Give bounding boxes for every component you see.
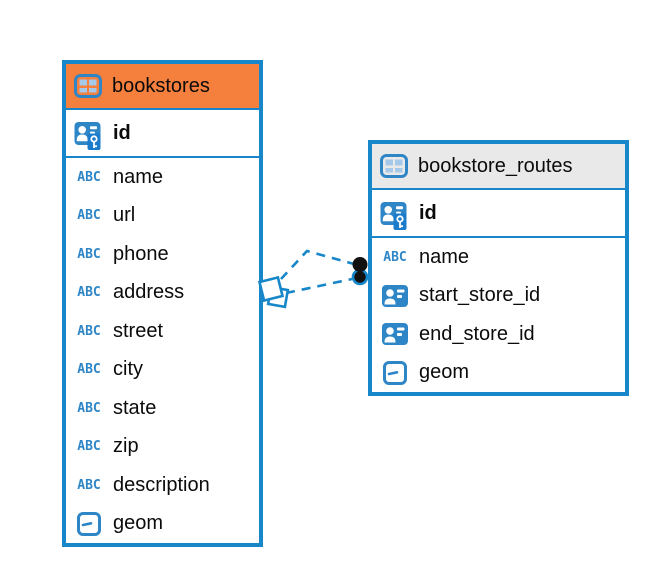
geometry-icon-wrap	[380, 360, 410, 385]
table-title: bookstores	[112, 74, 210, 97]
geometry-icon	[77, 511, 101, 536]
abc-text-icon-wrap: ABC	[74, 247, 104, 262]
primary-key-label: id	[113, 121, 131, 144]
field-list: ABC name start_store_id end_store_id geo…	[372, 238, 625, 392]
abc-text-icon: ABC	[77, 439, 101, 455]
primary-key-row[interactable]: id	[66, 110, 259, 158]
field-label: street	[113, 319, 164, 342]
abc-text-icon-wrap: ABC	[74, 439, 104, 454]
field-label: end_store_id	[419, 322, 535, 345]
table-bookstores[interactable]: bookstores id ABC name	[62, 60, 263, 547]
field-row[interactable]: geom	[372, 353, 625, 392]
field-row[interactable]: ABC state	[66, 389, 259, 428]
field-label: city	[113, 358, 143, 381]
field-row[interactable]: ABC description	[66, 466, 259, 505]
abc-text-icon: ABC	[77, 169, 101, 185]
field-label: phone	[113, 242, 169, 265]
bookstore-routes-header[interactable]: bookstore_routes	[372, 144, 625, 190]
abc-text-icon-wrap: ABC	[380, 250, 410, 265]
field-row[interactable]: ABC name	[66, 158, 259, 197]
person-card-icon	[382, 284, 408, 307]
field-row[interactable]: ABC street	[66, 312, 259, 351]
field-row[interactable]: ABC city	[66, 350, 259, 389]
person-key-icon	[74, 120, 104, 151]
abc-text-icon-wrap: ABC	[74, 208, 104, 223]
relationship-dot-marker[interactable]	[351, 257, 369, 286]
relationship-line-2[interactable]	[285, 277, 353, 295]
field-label: description	[113, 473, 210, 496]
abc-text-icon-wrap: ABC	[74, 478, 104, 493]
abc-text-icon-wrap: ABC	[74, 401, 104, 416]
field-row[interactable]: ABC address	[66, 273, 259, 312]
field-label: geom	[419, 361, 470, 384]
table-title: bookstore_routes	[418, 154, 573, 177]
field-label: url	[113, 204, 136, 227]
person-card-icon-wrap	[380, 284, 410, 307]
abc-text-icon: ABC	[77, 285, 101, 301]
abc-text-icon-wrap: ABC	[74, 362, 104, 377]
table-grid-icon	[380, 154, 408, 178]
field-label: name	[419, 245, 470, 268]
abc-text-icon-wrap: ABC	[74, 285, 104, 300]
field-row[interactable]: end_store_id	[372, 315, 625, 354]
abc-text-icon: ABC	[77, 400, 101, 416]
abc-text-icon: ABC	[383, 249, 407, 265]
field-row[interactable]: ABC zip	[66, 427, 259, 466]
field-label: start_store_id	[419, 284, 541, 307]
field-label: state	[113, 396, 157, 419]
field-row[interactable]: ABC phone	[66, 235, 259, 274]
bookstores-header[interactable]: bookstores	[66, 64, 259, 110]
field-row[interactable]: ABC name	[372, 238, 625, 277]
abc-text-icon: ABC	[77, 362, 101, 378]
abc-text-icon: ABC	[77, 323, 101, 339]
field-label: address	[113, 281, 185, 304]
field-list: ABC name ABC url ABC phone ABC address A…	[66, 158, 259, 543]
person-card-icon-wrap	[380, 323, 410, 346]
table-grid-icon	[74, 74, 102, 98]
person-card-icon	[382, 323, 408, 346]
relationship-square-marker[interactable]	[257, 275, 290, 309]
relationship-line-1[interactable]	[280, 249, 355, 280]
abc-text-icon-wrap: ABC	[74, 170, 104, 185]
field-row[interactable]: start_store_id	[372, 276, 625, 315]
geometry-icon-wrap	[74, 511, 104, 536]
field-label: zip	[113, 435, 139, 458]
primary-key-label: id	[419, 201, 437, 224]
primary-key-row[interactable]: id	[372, 190, 625, 238]
abc-text-icon-wrap: ABC	[74, 324, 104, 339]
field-label: name	[113, 165, 164, 188]
table-bookstore-routes[interactable]: bookstore_routes id ABC name	[368, 140, 629, 396]
field-row[interactable]: ABC url	[66, 196, 259, 235]
abc-text-icon: ABC	[77, 246, 101, 262]
abc-text-icon: ABC	[77, 208, 101, 224]
geometry-icon	[383, 360, 407, 385]
field-label: geom	[113, 512, 164, 535]
field-row[interactable]: geom	[66, 504, 259, 543]
abc-text-icon: ABC	[77, 477, 101, 493]
person-key-icon	[380, 200, 410, 231]
